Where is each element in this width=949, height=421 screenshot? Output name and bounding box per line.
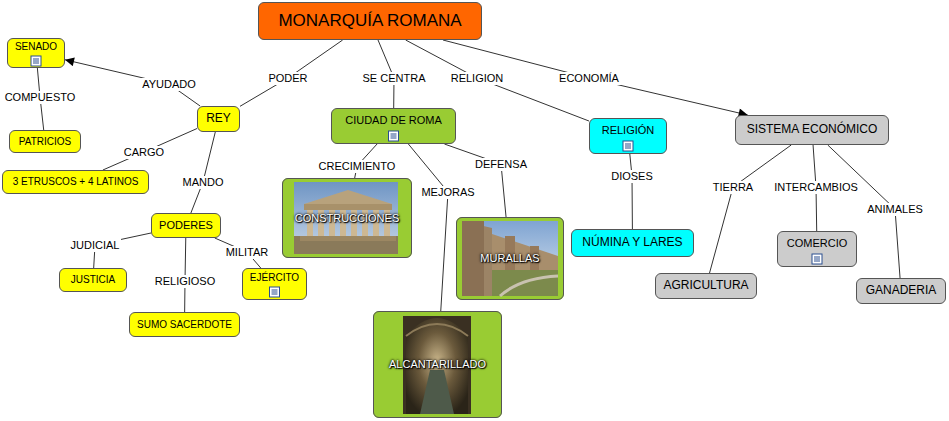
concept-box: SUMO SACERDOTE <box>129 312 240 337</box>
title-concept: MONARQUÍA ROMANA <box>258 2 482 40</box>
connector <box>103 129 197 170</box>
concept-box: NÚMINA Y LARES <box>571 229 694 257</box>
temple-photo <box>282 178 412 258</box>
linking-phrase: COMPUESTO <box>3 91 78 104</box>
concept-box: GANADERIA <box>856 278 946 304</box>
connector <box>191 132 215 213</box>
linking-phrase: JUDICIAL <box>69 239 122 252</box>
concept-box: SISTEMA ECONÓMICO <box>735 115 889 145</box>
linking-phrase: DEFENSA <box>473 158 529 171</box>
concept-box: SENADO <box>7 38 65 68</box>
linking-phrase: CRECIMIENTO <box>317 160 398 173</box>
linking-phrase: MEJORAS <box>419 186 476 199</box>
document-icon <box>31 56 41 66</box>
linking-phrase: SE CENTRA <box>361 72 428 85</box>
linking-phrase: ANIMALES <box>865 203 925 216</box>
linking-phrase: RELIGION <box>449 72 506 85</box>
concept-label: NÚMINA Y LARES <box>582 236 682 250</box>
concept-label: CONSTRUCCIONES <box>295 212 400 225</box>
linking-phrase: CARGO <box>122 146 166 159</box>
linking-phrase: ECONOMÍA <box>557 72 621 85</box>
concept-label: SISTEMA ECONÓMICO <box>747 123 878 137</box>
concept-label: EJÉRCITO <box>250 272 299 284</box>
concept-label: PODERES <box>159 219 213 232</box>
concept-label: COMERCIO <box>787 237 848 250</box>
linking-phrase: MILITAR <box>224 246 271 259</box>
concept-label: MURALLAS <box>480 252 539 265</box>
connector <box>444 144 506 217</box>
concept-box: COMERCIO <box>777 231 857 267</box>
concept-box: AGRICULTURA <box>655 273 757 299</box>
concept-box: 3 ETRUSCOS + 4 LATINOS <box>2 170 149 194</box>
concept-label: RELIGIÓN <box>602 124 655 137</box>
image-concept: MURALLAS <box>456 217 564 300</box>
image-concept: CONSTRUCCIONES <box>282 178 412 258</box>
concept-box: EJÉRCITO <box>242 268 307 300</box>
concept-box: PATRICIOS <box>9 130 81 153</box>
linking-phrase: RELIGIOSO <box>153 275 218 288</box>
linking-phrase: MANDO <box>181 176 226 189</box>
concept-box: REY <box>197 106 240 132</box>
image-concept: ALCANTARILLADO <box>373 311 502 418</box>
sewer-photo <box>373 311 502 418</box>
document-icon <box>623 141 633 151</box>
wall-photo <box>456 217 564 300</box>
concept-label: MONARQUÍA ROMANA <box>278 11 461 31</box>
document-icon <box>389 131 399 141</box>
concept-label: GANADERIA <box>866 284 937 298</box>
concept-label: SUMO SACERDOTE <box>137 319 232 331</box>
connector <box>65 60 200 106</box>
connector <box>630 154 633 229</box>
document-icon <box>270 287 280 297</box>
linking-phrase: DIOSES <box>609 170 655 183</box>
connector <box>240 40 343 106</box>
concept-box: CIUDAD DE ROMA <box>331 108 456 144</box>
connector <box>443 40 748 115</box>
concept-box: RELIGIÓN <box>589 118 667 154</box>
concept-label: REY <box>206 112 231 126</box>
concept-box: PODERES <box>151 213 221 238</box>
linking-phrase: AYUDADO <box>140 78 198 91</box>
concept-label: CIUDAD DE ROMA <box>345 114 442 127</box>
concept-box: JUSTICIA <box>59 268 127 292</box>
connector <box>408 144 448 311</box>
concept-label: AGRICULTURA <box>663 279 748 293</box>
linking-phrase: PODER <box>266 72 309 85</box>
concept-label: JUSTICIA <box>71 274 115 286</box>
concept-label: 3 ETRUSCOS + 4 LATINOS <box>13 176 139 188</box>
concept-label: SENADO <box>15 41 57 53</box>
concept-label: ALCANTARILLADO <box>389 358 486 371</box>
concept-label: PATRICIOS <box>19 136 71 148</box>
linking-phrase: TIERRA <box>711 181 755 194</box>
document-icon <box>812 254 822 264</box>
linking-phrase: INTERCAMBIOS <box>772 181 860 194</box>
